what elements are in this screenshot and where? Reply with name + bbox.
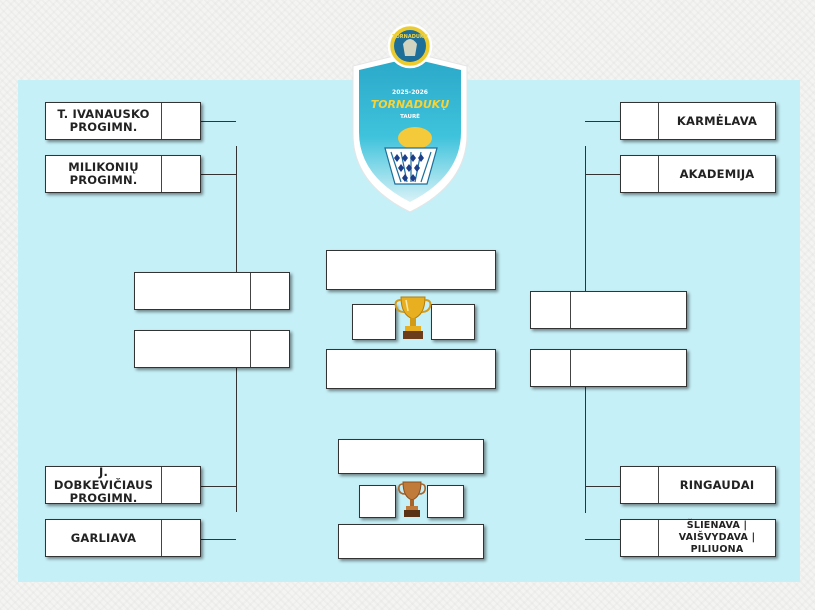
team-name: AKADEMIJA — [679, 166, 755, 181]
team-name: J. DOBKEVIČIAUS PROGIMN. — [46, 465, 162, 504]
gold-trophy-icon — [394, 296, 432, 339]
logo-season: 2025-2026 — [392, 89, 428, 96]
connector-line — [201, 539, 236, 540]
score-cell[interactable] — [621, 520, 659, 556]
final-score-right[interactable] — [431, 304, 475, 340]
team-name: KARMĖLAVA — [676, 113, 758, 128]
team-name — [135, 331, 251, 367]
final-score-left[interactable] — [352, 304, 396, 340]
score-cell[interactable] — [621, 103, 659, 139]
team-name: RINGAUDAI — [679, 477, 755, 492]
connector-line — [201, 121, 236, 122]
connector-line — [585, 486, 620, 487]
score-cell[interactable] — [531, 292, 571, 328]
score-cell[interactable] — [621, 156, 659, 192]
connector-line — [236, 146, 237, 273]
logo-top-text: TORNADUKŲ — [392, 34, 428, 40]
bronze-trophy-icon — [398, 481, 426, 517]
score-cell[interactable] — [162, 103, 202, 139]
connector-line — [585, 387, 586, 513]
connector-line — [236, 368, 237, 512]
team-name: GARLIAVA — [46, 520, 162, 556]
logo-title: TORNADUKŲ — [371, 98, 450, 111]
semifinal-slot-left-2[interactable] — [134, 330, 290, 368]
connector-line — [201, 174, 236, 175]
score-cell[interactable] — [162, 156, 202, 192]
third-place-score-right[interactable] — [427, 485, 464, 518]
match-slot-right-3[interactable]: RINGAUDAI — [620, 466, 776, 504]
connector-line — [585, 539, 620, 540]
third-place-score-left[interactable] — [359, 485, 396, 518]
semifinal-slot-left-1[interactable] — [134, 272, 290, 310]
logo-subtitle: TAURĖ — [400, 113, 420, 120]
tournament-logo: TORNADUKŲ 2025-2026 TORNADUKŲ TAURĖ — [352, 24, 468, 213]
match-slot-right-2[interactable]: AKADEMIJA — [620, 155, 776, 193]
team-name: ŠLIENAVA | VAIŠVYDAVA | PILIUONA — [678, 520, 756, 555]
score-cell[interactable] — [621, 467, 659, 503]
match-slot-left-2[interactable]: MILIKONIŲ PROGIMN. — [45, 155, 201, 193]
connector-line — [585, 146, 586, 292]
team-name — [570, 350, 686, 386]
team-name — [135, 273, 251, 309]
connector-line — [201, 486, 236, 487]
team-name — [570, 292, 686, 328]
team-name: T. IVANAUSKO PROGIMN. — [46, 103, 162, 139]
score-cell[interactable] — [162, 520, 202, 556]
final-team-bottom[interactable] — [326, 349, 496, 389]
third-place-team-bottom[interactable] — [338, 524, 484, 559]
match-slot-right-1[interactable]: KARMĖLAVA — [620, 102, 776, 140]
final-team-top[interactable] — [326, 250, 496, 290]
third-place-team-top[interactable] — [338, 439, 484, 474]
match-slot-left-3[interactable]: J. DOBKEVIČIAUS PROGIMN. — [45, 465, 202, 504]
team-name: MILIKONIŲ PROGIMN. — [46, 156, 162, 192]
match-slot-right-4[interactable]: ŠLIENAVA | VAIŠVYDAVA | PILIUONA — [620, 519, 776, 557]
semifinal-slot-right-2[interactable] — [530, 349, 687, 387]
score-cell[interactable] — [251, 331, 291, 367]
score-cell[interactable] — [531, 350, 571, 386]
match-slot-left-4[interactable]: GARLIAVA — [45, 519, 201, 557]
score-cell[interactable] — [162, 467, 202, 503]
match-slot-left-1[interactable]: T. IVANAUSKO PROGIMN. — [45, 102, 201, 140]
connector-line — [585, 174, 620, 175]
semifinal-slot-right-1[interactable] — [530, 291, 687, 329]
score-cell[interactable] — [251, 273, 291, 309]
connector-line — [585, 121, 620, 122]
